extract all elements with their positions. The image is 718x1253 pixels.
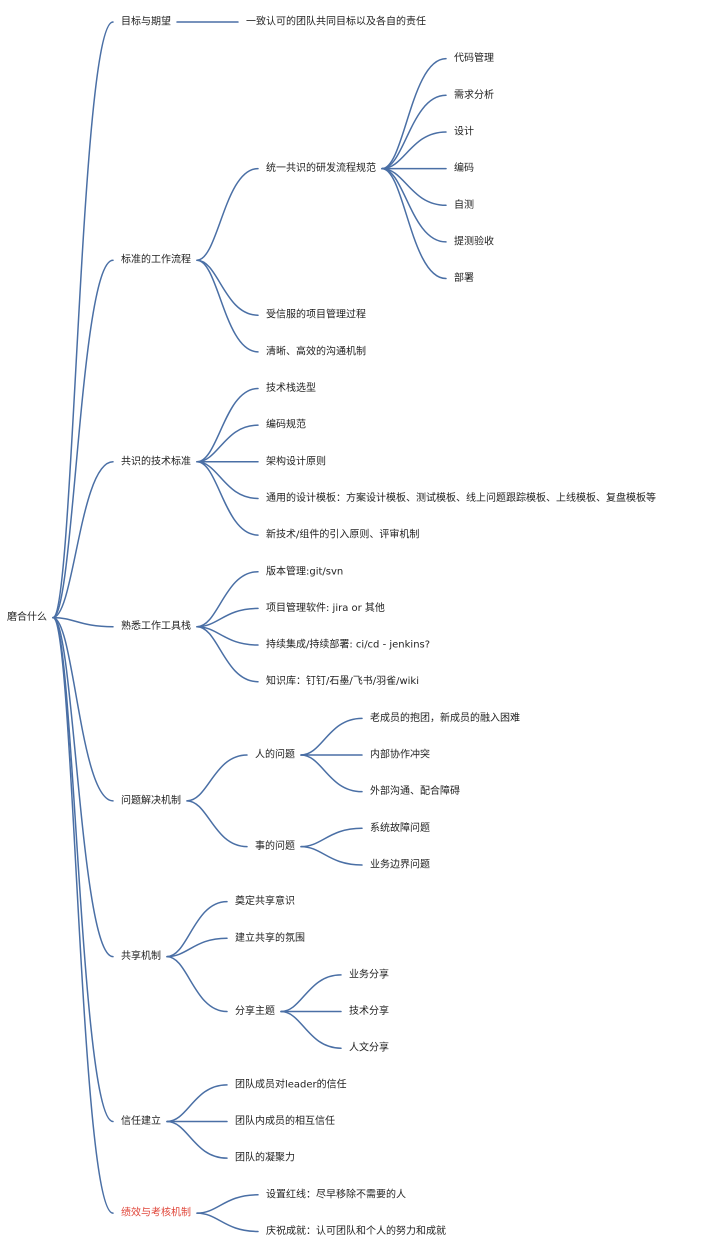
link-node-6-2 [166,1120,228,1159]
link-node-3-0 [196,571,259,628]
mind-map-node-2-2: 架构设计原则 [266,454,326,467]
mind-map-node-5: 共享机制 [121,949,161,962]
link-node-1-0-1 [381,94,447,170]
mind-map-node-3: 熟悉工作工具栈 [121,619,191,632]
mind-map-node-1-0-2: 设计 [454,124,474,137]
mind-map-node-4-0-0: 老成员的抱团，新成员的融入困难 [370,711,520,724]
link-node-4-0-2 [300,754,363,793]
link-node-4-1-1 [300,845,363,866]
link-node-7 [52,616,114,1214]
link-node-5-1 [166,937,228,958]
mind-map-node-5-0: 奠定共享意识 [235,894,295,907]
mind-map-node-3-0: 版本管理:git/svn [266,564,343,577]
mind-map-node: 磨合什么 [7,610,47,623]
link-node-2-3 [196,461,259,500]
mind-map-links [52,21,447,1233]
mind-map-node-3-1: 项目管理软件: jira or 其他 [266,601,385,614]
mind-map-node-1-2: 清晰、高效的沟通机制 [266,344,366,357]
link-node-1-0-2 [381,131,447,170]
link-node-5-2-2 [280,1010,342,1049]
link-node-4 [52,616,114,802]
mind-map-node-4-1-1: 业务边界问题 [370,857,430,870]
mind-map-node-1: 标准的工作流程 [121,253,191,266]
mind-map-node-7-0: 设置红线：尽早移除不需要的人 [266,1187,406,1200]
mind-map-node-1-0-1: 需求分析 [454,88,494,101]
mind-map-node-1-0-6: 部署 [454,271,474,284]
link-node-2-4 [196,461,259,536]
link-node-1-1 [196,259,259,316]
mind-map-node-6-0: 团队成员对leader的信任 [235,1077,347,1090]
link-node-5 [52,616,114,958]
mind-map-node-4: 问题解决机制 [121,793,181,806]
link-node-2-0 [196,387,259,463]
mind-map-node-1-0-5: 提测验收 [454,234,494,247]
link-node-5-2-0 [280,974,342,1013]
link-node-1 [52,259,114,619]
link-node-5-0 [166,900,228,958]
mind-map-node-1-1: 受信服的项目管理过程 [266,308,366,321]
link-node-2-1 [196,424,259,463]
mind-map-node-2-4: 新技术/组件的引入原则、评审机制 [266,528,419,541]
link-node-7-0 [196,1194,259,1214]
link-node-6-0 [166,1084,228,1123]
mind-map-node-4-1-0: 系统故障问题 [370,821,430,834]
mind-map-node-4-0: 人的问题 [255,748,295,761]
mind-map-node-3-2: 持续集成/持续部署: ci/cd - jenkins? [266,638,430,651]
link-node-1-0-6 [381,167,447,280]
mind-map-node-7: 绩效与考核机制 [121,1206,191,1219]
mind-map-node-6-2: 团队的凝聚力 [235,1151,295,1164]
link-node-7-1 [196,1212,259,1233]
mind-map-node-0: 目标与期望 [121,15,171,28]
link-node-1-2 [196,259,259,353]
mind-map-node-2: 共识的技术标准 [121,454,191,467]
link-node-1-0 [196,167,259,261]
mind-map-node-2-1: 编码规范 [266,418,306,431]
mind-map-node-2-0: 技术栈选型 [266,381,316,394]
mind-map-node-5-1: 建立共享的氛围 [235,931,305,944]
mind-map-node-1-0-3: 编码 [454,161,474,174]
link-node-3-1 [196,607,259,628]
mind-map-node-5-2: 分享主题 [235,1004,275,1017]
link-node-2 [52,461,114,619]
link-node-1-0-5 [381,167,447,243]
link-node-0 [52,21,114,619]
mind-map-node-3-3: 知识库：钉钉/石墨/飞书/羽雀/wiki [266,674,419,687]
mind-map-node-4-0-2: 外部沟通、配合障碍 [370,784,460,797]
link-node-4-0 [186,754,248,802]
link-node-3 [52,616,114,628]
mind-map-node-1-0: 统一共识的研发流程规范 [266,161,376,174]
mind-map-node-7-1: 庆祝成就：认可团队和个人的努力和成就 [266,1224,446,1237]
mind-map-node-4-1: 事的问题 [255,839,295,852]
mind-map-node-1-0-4: 自测 [454,198,474,211]
link-node-4-0-0 [300,717,363,756]
mind-map-node-2-3: 通用的设计模板：方案设计模板、测试模板、线上问题跟踪模板、上线模板、复盘模板等 [266,491,656,504]
mind-map-node-6: 信任建立 [121,1114,161,1127]
link-node-5-2 [166,955,228,1013]
mind-map-node-6-1: 团队内成员的相互信任 [235,1114,335,1127]
link-node-4-1-0 [300,827,363,848]
link-node-4-1 [186,800,248,848]
mind-map-node-5-2-0: 业务分享 [349,967,389,980]
link-node-1-0-0 [381,57,447,170]
mind-map-node-1-0-0: 代码管理 [454,51,494,64]
mind-map-node-4-0-1: 内部协作冲突 [370,748,430,761]
link-node-1-0-4 [381,167,447,206]
mind-map-node-5-2-1: 技术分享 [349,1004,389,1017]
mind-map-node-0-0: 一致认可的团队共同目标以及各自的责任 [246,15,426,28]
link-node-6 [52,616,114,1123]
mind-map-node-5-2-2: 人文分享 [349,1041,389,1054]
link-node-3-3 [196,625,259,683]
